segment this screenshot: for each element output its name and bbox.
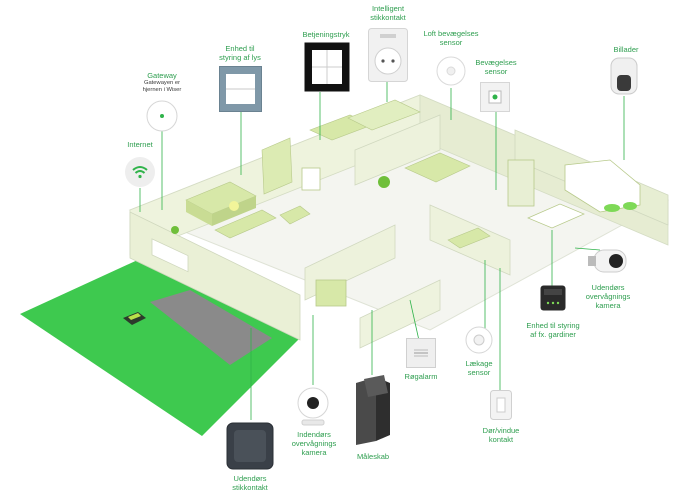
outdoor-camera-label: kamera (595, 301, 621, 310)
motion-sensor-label: sensor (484, 67, 508, 76)
smart-outlet-device[interactable] (368, 28, 408, 82)
curtain-control-label: af fx. gardiner (530, 330, 576, 339)
ceiling-motion-label: Loft bevægelses (423, 29, 479, 38)
curtain-control-device[interactable] (540, 285, 566, 311)
armchair (279, 205, 311, 225)
light-control-device[interactable] (219, 66, 262, 112)
indoor-camera-device[interactable] (296, 386, 330, 426)
plant (378, 176, 390, 188)
car-charger-label: Billader (613, 45, 639, 54)
gateway-sublabel: Gatewayen er (143, 80, 181, 86)
door-contact-icon (490, 390, 512, 420)
coffee-table (214, 209, 277, 239)
meter-cabinet-icon (356, 375, 390, 445)
indoor-camera-label: overvågnings (291, 439, 337, 448)
smoke-alarm-label: Røgalarm (404, 372, 438, 381)
hall-cabinet (315, 279, 347, 307)
lawn (20, 258, 300, 436)
terrace (150, 290, 272, 365)
motion-sensor-icon (480, 82, 510, 112)
fridge (507, 159, 535, 207)
door-window-device[interactable] (490, 390, 512, 420)
indoor-camera-label: kamera (301, 448, 327, 457)
tv (301, 167, 321, 191)
outdoor-outlet-device[interactable] (226, 422, 274, 470)
car-charger-device[interactable] (610, 57, 638, 95)
ceiling-motion-device[interactable] (436, 56, 466, 86)
smoke-alarm-device[interactable] (406, 338, 436, 368)
wifi-icon (125, 157, 155, 187)
lamp (229, 201, 239, 211)
connector-lines (139, 82, 625, 420)
lawn-mower-icon (123, 312, 146, 325)
motion-sensor-device[interactable] (480, 82, 510, 112)
smoke-alarm-icon (406, 338, 436, 368)
gateway-device[interactable] (146, 100, 178, 132)
bed (527, 203, 585, 229)
ceiling-motion-label: sensor (439, 38, 463, 47)
smart-outlet-label: stikkontakt (370, 13, 406, 22)
gateway-puck-icon (146, 100, 178, 132)
indoor-camera-label: Indendørs (297, 430, 331, 439)
wall-kitchen (354, 114, 441, 186)
light-control-label: styring af lys (219, 53, 261, 62)
front-wall-left (129, 211, 301, 341)
outdoor-outlet-label: Udendørs (233, 474, 267, 483)
outdoor-camera-device[interactable] (588, 246, 628, 276)
push-button-device[interactable] (304, 42, 350, 92)
cabinet (261, 137, 293, 195)
leak-sensor-device[interactable] (465, 326, 493, 354)
ev-charger-icon (610, 57, 638, 95)
outdoor-outlet-label: stikkontakt (232, 483, 268, 492)
motion-sensor-label: Bevægelses (475, 58, 517, 67)
curtain-control-label: Enhed til styring (526, 321, 580, 330)
meter-cabinet-device[interactable] (354, 375, 392, 445)
door-window-label: Dør/vindue (482, 426, 520, 435)
plant (171, 226, 179, 234)
kitchen-island (347, 99, 421, 131)
light-switch-icon (219, 66, 262, 112)
gateway-sublabel: hjernen i Wiser (142, 87, 182, 93)
internet-device (124, 156, 156, 188)
outdoor-camera-icon (588, 249, 627, 273)
push-button-icon (304, 42, 350, 92)
leak-sensor-label: sensor (467, 368, 491, 377)
car-icon (564, 159, 641, 213)
outdoor-camera-label: overvågnings (585, 292, 631, 301)
gateway-label: Gateway (147, 71, 177, 80)
wall-bedroom (359, 279, 441, 349)
bathroom-vanity (447, 227, 491, 249)
indoor-camera-icon (297, 387, 329, 426)
dining-table (404, 152, 471, 183)
light-control-label: Enhed til (225, 44, 255, 53)
push-button-label: Betjeningstryk (302, 30, 350, 39)
door-window-label: kontakt (488, 435, 514, 444)
smart-outlet-label: Intelligent (371, 4, 405, 13)
internet-label: Internet (127, 140, 153, 149)
meter-cabinet-label: Måleskab (356, 452, 390, 461)
outdoor-socket-icon (226, 422, 274, 470)
window (151, 238, 189, 273)
socket-icon (368, 28, 408, 82)
ceiling-sensor-icon (436, 56, 466, 86)
curtain-module-icon (540, 285, 566, 311)
outdoor-camera-label: Udendørs (591, 283, 625, 292)
leak-sensor-label: Lækage (465, 359, 493, 368)
leak-sensor-icon (465, 326, 493, 354)
